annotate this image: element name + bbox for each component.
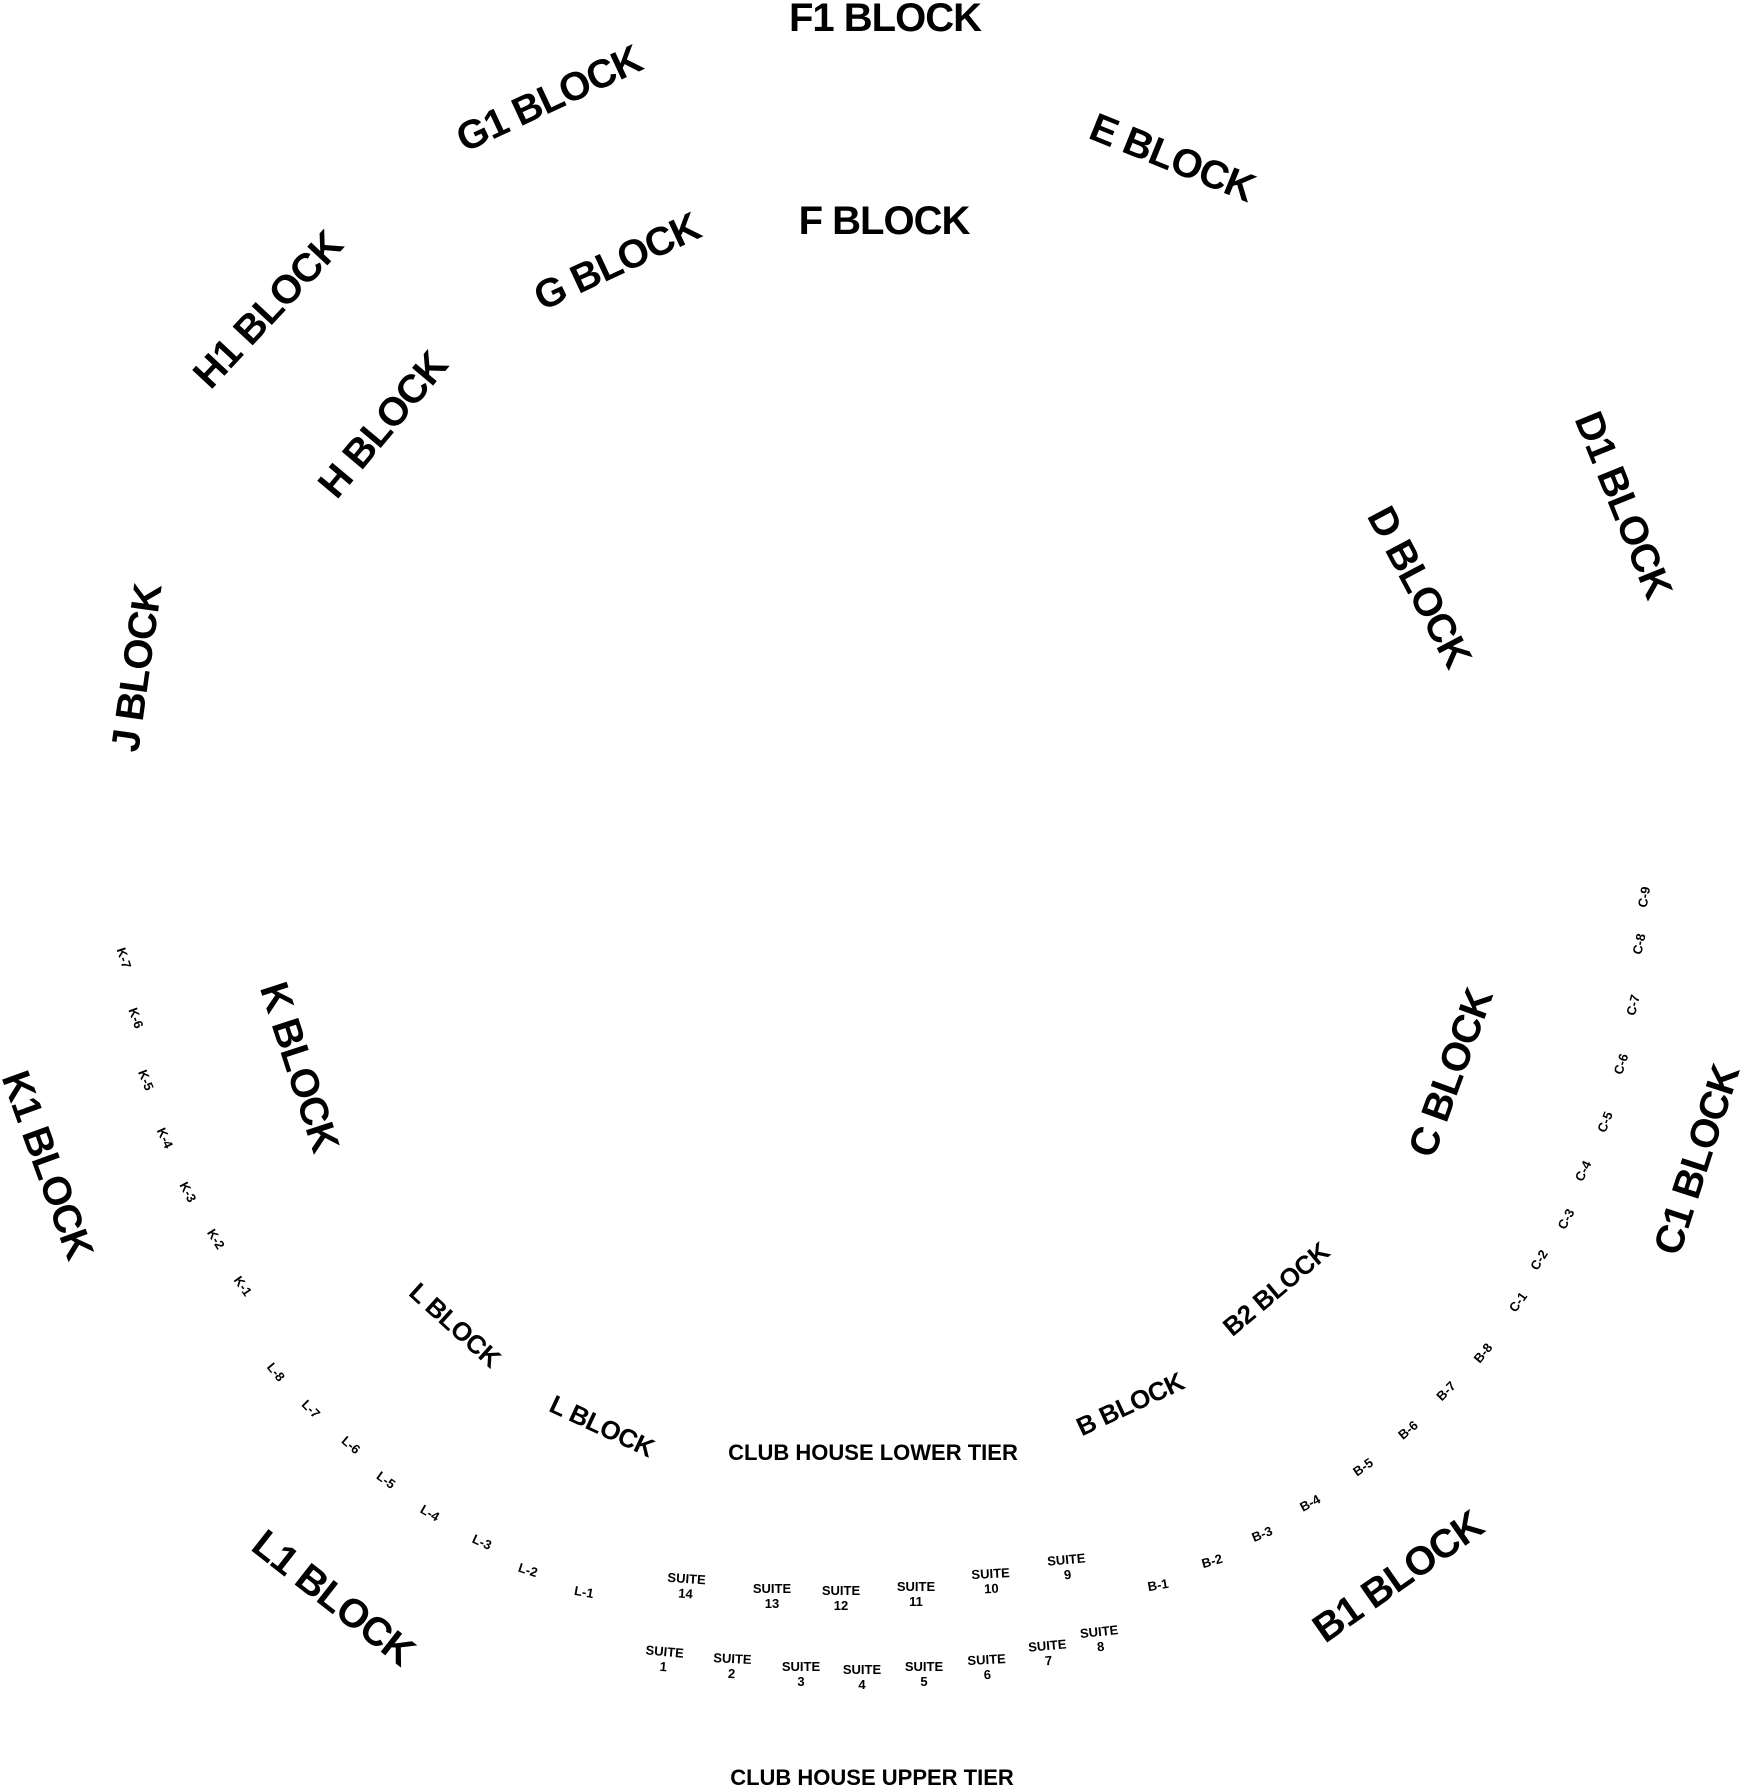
club-house-lower-tier-label[interactable]: CLUB HOUSE LOWER TIER [728, 1440, 1018, 1465]
section-l8[interactable]: L-8 [263, 1359, 289, 1385]
block-c-label[interactable]: C BLOCK [1400, 983, 1502, 1163]
section-c2[interactable]: C-2 [1527, 1247, 1551, 1273]
section-k6[interactable]: K-6 [125, 1005, 147, 1031]
suite-number: 2 [727, 1665, 736, 1682]
suite-word: SUITE [752, 1581, 792, 1597]
suite-number: 3 [797, 1674, 805, 1689]
suite-number: 12 [833, 1598, 849, 1613]
block-g1-label[interactable]: G1 BLOCK [449, 37, 649, 161]
section-c5[interactable]: C-5 [1594, 1109, 1616, 1135]
block-g-label[interactable]: G BLOCK [527, 204, 707, 320]
block-b1-label[interactable]: B1 BLOCK [1304, 1502, 1492, 1652]
section-c6[interactable]: C-6 [1610, 1051, 1632, 1077]
suite-word: SUITE [842, 1662, 882, 1678]
block-b2-label[interactable]: B2 BLOCK [1216, 1236, 1336, 1342]
block-h1-label[interactable]: H1 BLOCK [184, 223, 352, 397]
section-l5[interactable]: L-5 [373, 1468, 399, 1492]
suite-number: 5 [920, 1674, 928, 1689]
section-c9[interactable]: C-9 [1634, 885, 1654, 909]
section-b5[interactable]: B-5 [1350, 1454, 1376, 1480]
section-l6[interactable]: L-6 [338, 1432, 364, 1458]
block-h-label[interactable]: H BLOCK [309, 343, 457, 507]
section-b7[interactable]: B-7 [1433, 1378, 1459, 1404]
club-house-upper-tier-label[interactable]: CLUB HOUSE UPPER TIER [730, 1765, 1014, 1790]
section-c1[interactable]: C-1 [1505, 1289, 1531, 1315]
block-d1-label[interactable]: D1 BLOCK [1565, 405, 1681, 605]
section-c4[interactable]: C-4 [1571, 1158, 1595, 1184]
suite-number: 14 [677, 1585, 694, 1602]
block-l1-label[interactable]: L1 BLOCK [243, 1521, 423, 1675]
section-b4[interactable]: B-4 [1297, 1491, 1323, 1515]
section-b6[interactable]: B-6 [1395, 1417, 1421, 1443]
section-c3[interactable]: C-3 [1554, 1206, 1578, 1232]
section-k7[interactable]: K-7 [113, 945, 135, 971]
block-f1-label[interactable]: F1 BLOCK [789, 0, 982, 40]
section-k5[interactable]: K-5 [135, 1067, 157, 1093]
section-c7[interactable]: C-7 [1623, 993, 1643, 1017]
section-k4[interactable]: K-4 [153, 1125, 177, 1151]
section-k3[interactable]: K-3 [176, 1179, 200, 1205]
section-b1[interactable]: B-1 [1146, 1575, 1170, 1595]
block-b-label[interactable]: B BLOCK [1071, 1366, 1189, 1442]
block-j-label[interactable]: J BLOCK [103, 581, 171, 755]
block-l-inner-label[interactable]: L BLOCK [545, 1388, 659, 1464]
suite-word: SUITE [781, 1659, 821, 1675]
section-l7[interactable]: L-7 [298, 1396, 324, 1422]
section-c8[interactable]: C-8 [1629, 932, 1649, 956]
block-k-label[interactable]: K BLOCK [251, 976, 347, 1158]
suite-word: SUITE [821, 1583, 861, 1599]
section-l1[interactable]: L-1 [573, 1582, 595, 1602]
section-b3[interactable]: B-3 [1249, 1523, 1275, 1545]
suite-number: 11 [909, 1594, 923, 1609]
section-b8[interactable]: B-8 [1470, 1340, 1496, 1366]
block-k1-label[interactable]: K1 BLOCK [0, 1065, 102, 1265]
block-c1-label[interactable]: C1 BLOCK [1645, 1059, 1740, 1261]
block-d-label[interactable]: D BLOCK [1358, 499, 1480, 675]
section-b2[interactable]: B-2 [1199, 1550, 1225, 1572]
section-l3[interactable]: L-3 [470, 1531, 494, 1553]
suite-number: 13 [764, 1596, 780, 1611]
suite-word: SUITE [904, 1659, 944, 1675]
suite-number: 6 [983, 1666, 992, 1683]
block-f-label[interactable]: F BLOCK [798, 199, 971, 243]
suite-number: 10 [983, 1580, 999, 1597]
suite-word: SUITE [896, 1579, 936, 1595]
suite-number: 4 [858, 1677, 866, 1692]
section-l2[interactable]: L-2 [516, 1559, 540, 1581]
section-k1[interactable]: K-1 [230, 1273, 256, 1299]
section-k2[interactable]: K-2 [204, 1226, 228, 1252]
section-l4[interactable]: L-4 [417, 1501, 443, 1525]
block-e-label[interactable]: E BLOCK [1083, 105, 1261, 211]
block-l-label[interactable]: L BLOCK [403, 1276, 507, 1374]
